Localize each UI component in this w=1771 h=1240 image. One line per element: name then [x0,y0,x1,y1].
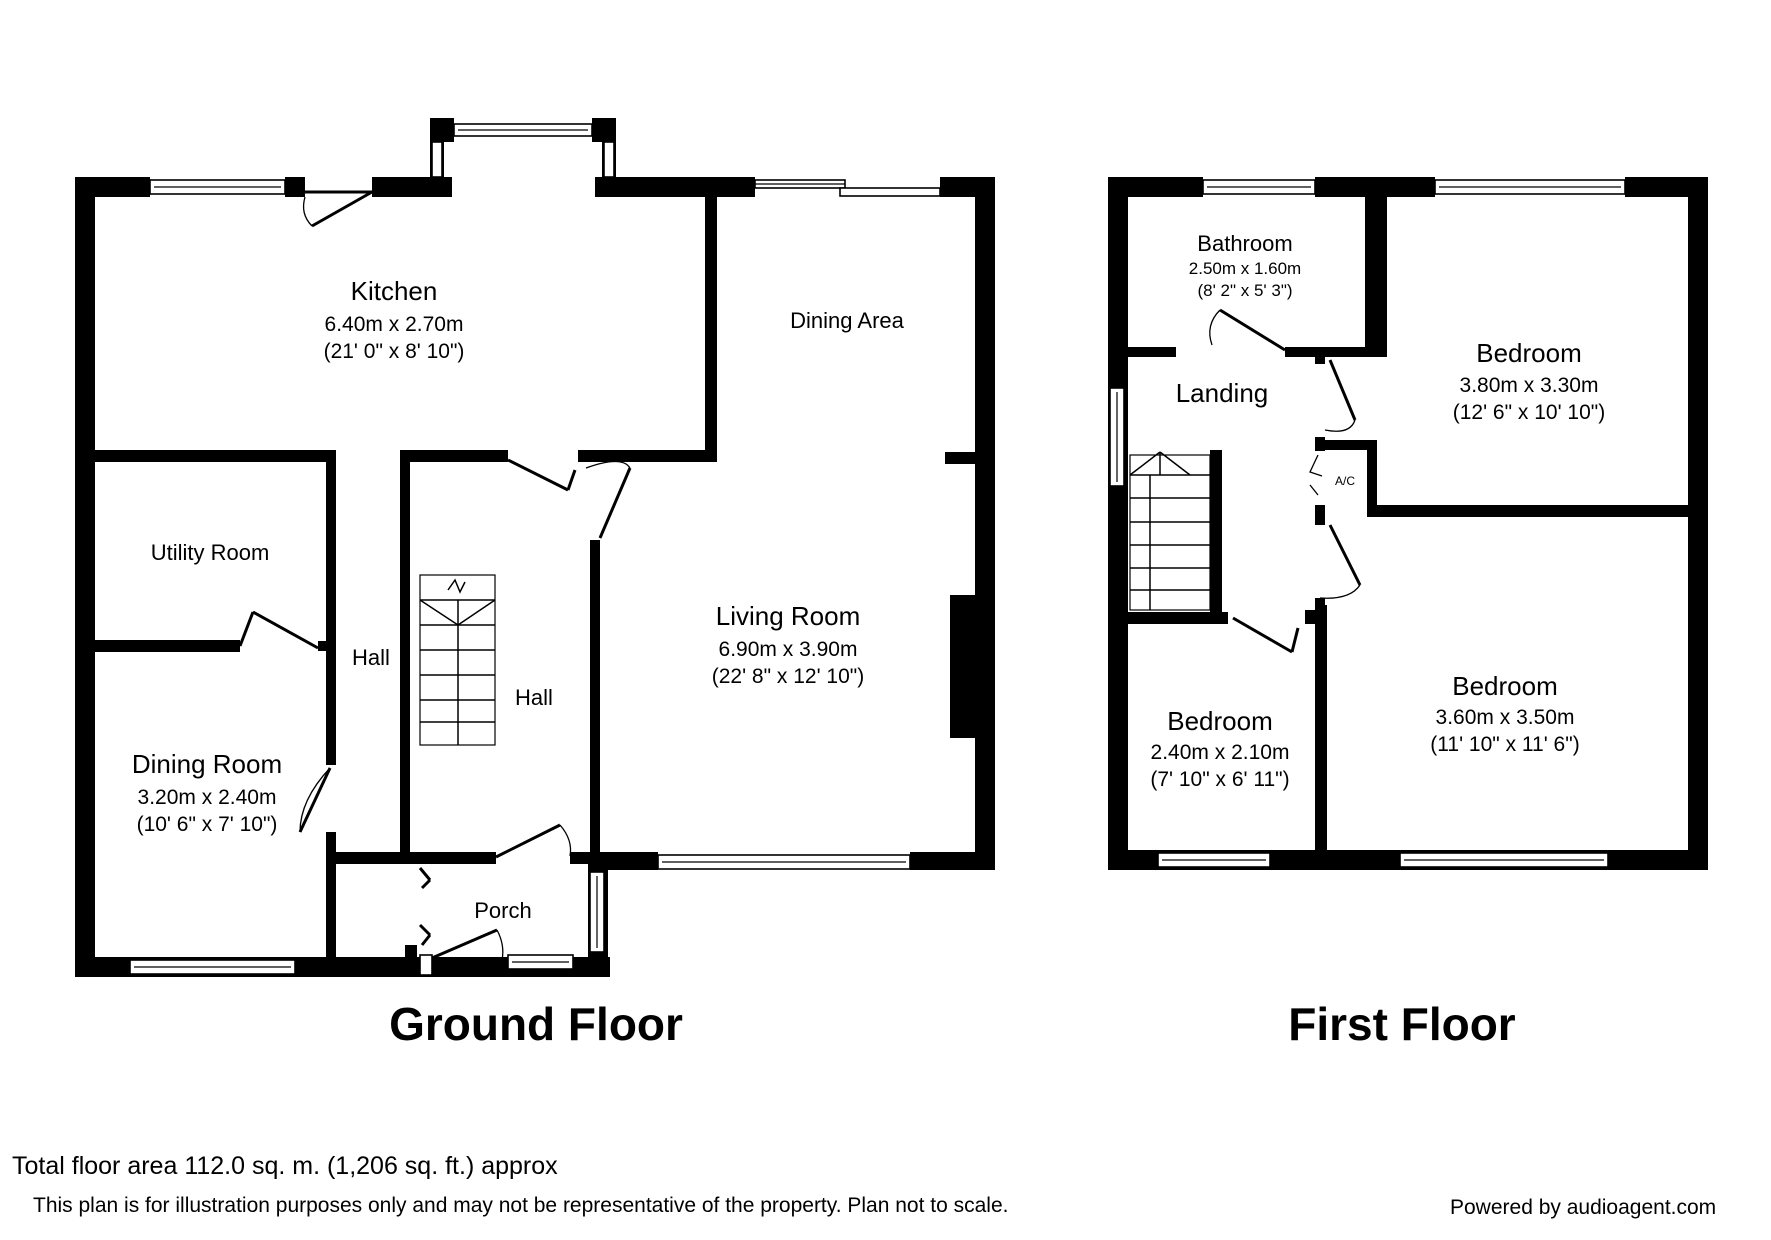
bathroom-label: Bathroom [1197,231,1292,256]
bedroom-large-label: Bedroom [1452,671,1558,701]
porch-label: Porch [474,898,531,923]
bedroom-top-label: Bedroom [1476,338,1582,368]
kitchen-metric: 6.40m x 2.70m [325,313,464,336]
total-floor-area: Total floor area 112.0 sq. m. (1,206 sq.… [12,1152,558,1180]
bedroom-small-metric: 2.40m x 2.10m [1151,741,1290,764]
bedroom-top-imperial: (12' 6" x 10' 10") [1453,401,1606,424]
bathroom-metric: 2.50m x 1.60m [1189,259,1301,278]
living-room-label: Living Room [716,601,861,631]
hall-right-label: Hall [515,685,553,710]
first-floor-title: First Floor [1288,998,1516,1050]
powered-by-link[interactable]: Powered by audioagent.com [1450,1196,1717,1219]
kitchen-imperial: (21' 0" x 8' 10") [324,340,465,363]
landing-label: Landing [1176,378,1269,408]
bathroom-imperial: (8' 2" x 5' 3") [1197,281,1292,300]
dining-room-metric: 3.20m x 2.40m [138,786,277,809]
bedroom-large-imperial: (11' 10" x 11' 6") [1430,733,1579,756]
dining-area-label: Dining Area [790,308,905,333]
bedroom-small-label: Bedroom [1167,706,1273,736]
dining-room-imperial: (10' 6" x 7' 10") [137,813,278,836]
airing-cupboard-label: A/C [1335,474,1355,488]
bedroom-top-metric: 3.80m x 3.30m [1460,374,1599,397]
utility-room-label: Utility Room [151,540,270,565]
living-room-metric: 6.90m x 3.90m [719,638,858,661]
hall-left-label: Hall [352,645,390,670]
disclaimer-text: This plan is for illustration purposes o… [33,1194,1009,1217]
kitchen-label: Kitchen [351,276,438,306]
ground-floor-title: Ground Floor [389,998,683,1050]
first-floor-plan: Bathroom 2.50m x 1.60m (8' 2" x 5' 3") L… [1108,177,1708,1050]
bedroom-small-imperial: (7' 10" x 6' 11") [1150,768,1289,791]
staircase-ground [419,574,496,746]
living-room-imperial: (22' 8" x 12' 10") [712,665,865,688]
ground-floor-plan: Kitchen 6.40m x 2.70m (21' 0" x 8' 10") … [75,118,995,1050]
staircase-first [1129,451,1211,611]
bedroom-large-metric: 3.60m x 3.50m [1436,706,1575,729]
dining-room-label: Dining Room [132,749,282,779]
